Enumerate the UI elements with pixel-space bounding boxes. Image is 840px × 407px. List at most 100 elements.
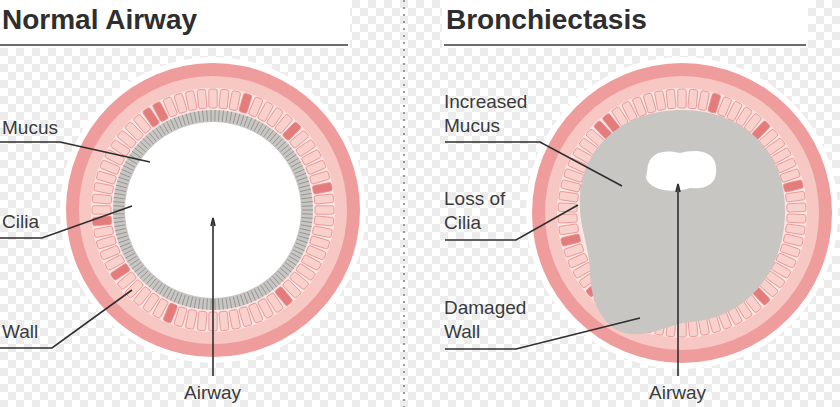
cilium — [174, 118, 178, 128]
epithelial-cell — [309, 171, 330, 185]
cilium — [247, 292, 251, 302]
cilium — [297, 239, 307, 243]
cilium — [218, 110, 220, 121]
epithelial-cell — [174, 93, 188, 114]
cilium — [301, 221, 312, 222]
epithelial-cell — [787, 203, 806, 212]
panel-title: Normal Airway — [2, 4, 197, 36]
cilium — [116, 232, 127, 235]
cilium — [174, 292, 178, 302]
cilium — [119, 177, 129, 181]
part-label: Airway — [184, 381, 241, 405]
cilium — [251, 120, 256, 130]
cilium — [299, 185, 310, 188]
cilium — [296, 173, 306, 177]
epithelial-cell — [787, 214, 806, 223]
epithelial-cell — [96, 236, 117, 250]
cilium — [123, 166, 133, 171]
cilium — [254, 121, 259, 131]
cilium — [156, 128, 162, 137]
cilium — [190, 113, 193, 124]
epithelial-cell — [219, 89, 229, 109]
cilium — [190, 297, 193, 308]
epithelial-cell — [654, 90, 666, 110]
cilium — [297, 177, 307, 181]
epithelial-cell — [315, 206, 334, 214]
epithelial-cell — [312, 226, 332, 238]
cilium — [167, 289, 172, 299]
divider — [403, 0, 405, 407]
cilium — [115, 229, 126, 231]
cilium — [300, 189, 311, 191]
cilium — [178, 116, 182, 126]
cilium — [298, 236, 309, 239]
epithelial-cell — [209, 89, 217, 108]
cilium — [237, 296, 240, 307]
cilium — [291, 162, 301, 167]
epithelial-cell — [312, 182, 332, 194]
cilium — [116, 185, 127, 188]
cilium — [117, 236, 128, 239]
part-label: Wall — [2, 320, 38, 344]
leader-lines — [0, 142, 680, 376]
cilium — [300, 229, 311, 231]
cilium — [244, 293, 248, 303]
cilium — [302, 205, 313, 206]
cilium — [302, 217, 313, 219]
cilium — [261, 285, 267, 294]
cilium — [298, 181, 309, 184]
narrowed-airway — [646, 151, 716, 191]
cilium — [167, 121, 172, 131]
epithelial-cell — [197, 89, 207, 109]
cilium — [159, 126, 165, 135]
title-ground — [442, 0, 808, 48]
cilium — [114, 225, 125, 227]
cilium — [194, 112, 196, 123]
cilium — [251, 291, 256, 301]
epithelial-cell — [314, 216, 334, 226]
part-label: Loss of Cilia — [444, 187, 534, 235]
epithelial-cell — [239, 306, 253, 327]
title-rule — [0, 44, 348, 46]
cilium — [186, 114, 189, 125]
cilium — [302, 201, 313, 203]
cilium — [206, 110, 208, 121]
epithelial-cell — [219, 311, 229, 331]
cilium — [237, 114, 240, 125]
cilium — [230, 112, 232, 123]
panel-title: Bronchiectasis — [446, 4, 647, 36]
title-rule — [444, 44, 806, 46]
part-label: Mucus — [2, 116, 58, 140]
epithelial-cell — [783, 180, 803, 193]
cilium — [226, 111, 228, 122]
epithelial-cell — [785, 224, 805, 235]
cilium — [261, 126, 267, 135]
epithelial-cell — [229, 91, 241, 111]
epithelial-cell — [92, 206, 111, 214]
cilium — [293, 166, 303, 171]
part-label: Airway — [649, 381, 706, 405]
cilium — [241, 295, 244, 305]
cilium — [120, 243, 130, 247]
part-label: Cilia — [2, 210, 39, 234]
cilium — [289, 158, 298, 164]
epithelial-cell — [561, 234, 581, 247]
cilium — [244, 116, 248, 126]
cilium — [294, 246, 304, 250]
cilium — [287, 155, 296, 161]
cilium — [296, 243, 306, 247]
cilium — [170, 120, 175, 130]
epithelial-cell — [643, 93, 656, 114]
cilium — [125, 162, 135, 167]
epithelial-cell — [314, 194, 334, 204]
cilium — [178, 293, 182, 303]
cilium — [301, 225, 312, 227]
cilium — [114, 197, 125, 198]
cilium — [301, 193, 312, 195]
epithelial-cell — [559, 224, 579, 235]
cilium — [301, 197, 312, 198]
cilium — [114, 221, 125, 222]
bronchiectasis-airway — [526, 57, 838, 369]
cilium — [194, 297, 196, 308]
